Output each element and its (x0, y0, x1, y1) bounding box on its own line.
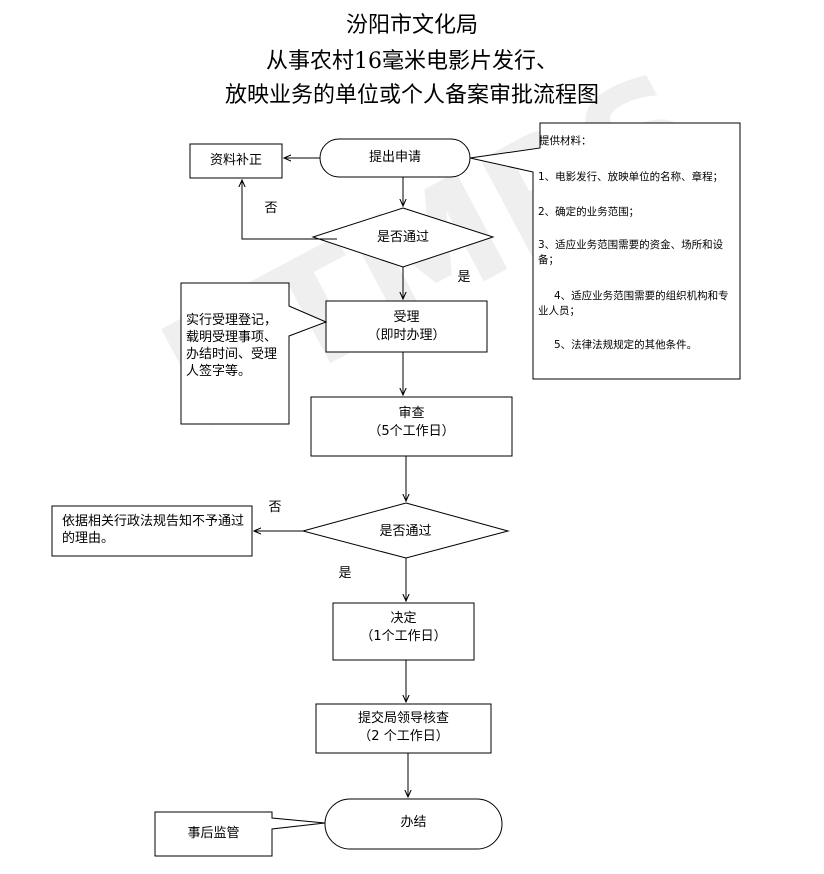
decide-node (332, 602, 475, 661)
reject-label: 依据相关行政法规告知不予通过的理由。 (62, 514, 245, 546)
edge-label-yes2: 是 (338, 566, 352, 581)
title-line2: 从事农村16毫米电影片发行、 (266, 49, 558, 74)
edge-label-no2: 否 (268, 500, 282, 515)
finish-node (324, 798, 503, 850)
accept-note-callout (180, 282, 328, 425)
decide-label-line2: （1个工作日） (360, 629, 447, 644)
materials-item-5: 5、法律法规规定的其他条件。 (554, 339, 698, 351)
materials-item-2: 2、确定的业务范围； (538, 206, 640, 218)
reject-node (51, 505, 253, 557)
edge-check1-no (242, 180, 337, 240)
accept-node (325, 300, 488, 353)
edge-label-yes1: 是 (457, 270, 471, 285)
materials-item-4: 4、适应业务范围需要的组织机构和专业人员； (538, 290, 729, 317)
title-line1: 汾阳市文化局 (345, 13, 478, 38)
decide-label-line1: 决定 (390, 611, 417, 626)
title-line3: 放映业务的单位或个人备案审批流程图 (224, 83, 599, 108)
materials-item-1: 1、电影发行、放映单位的名称、章程； (538, 171, 724, 183)
check2-label: 是否通过 (379, 524, 432, 539)
accept-note-label: 实行受理登记，载明受理事项、办结时间、受理人签字等。 (186, 313, 278, 379)
materials-item-3: 3、适应业务范围需要的资金、场所和设备； (538, 239, 724, 266)
check1-label: 是否通过 (376, 230, 429, 245)
review-label-line1: 审查 (398, 406, 425, 421)
supervise-label: 事后监管 (187, 826, 240, 841)
review-node (310, 396, 513, 457)
edge-label-no1: 否 (264, 201, 278, 216)
materials-callout (469, 122, 741, 380)
accept-label-line2: （即时办理） (367, 328, 446, 343)
supplement-node (189, 143, 283, 179)
materials-heading: 提供材料： (539, 135, 592, 147)
accept-label-line1: 受理 (393, 310, 420, 325)
leader-label-line1: 提交局领导核查 (357, 711, 449, 726)
review-label-line2: （5个工作日） (368, 424, 455, 439)
leader-label-line2: （2 个工作日） (358, 729, 449, 744)
supervise-callout (154, 811, 326, 857)
supplement-label: 资料补正 (209, 153, 262, 168)
finish-label: 办结 (400, 815, 427, 830)
leader-node (315, 703, 492, 754)
apply-label: 提出申请 (368, 150, 421, 165)
